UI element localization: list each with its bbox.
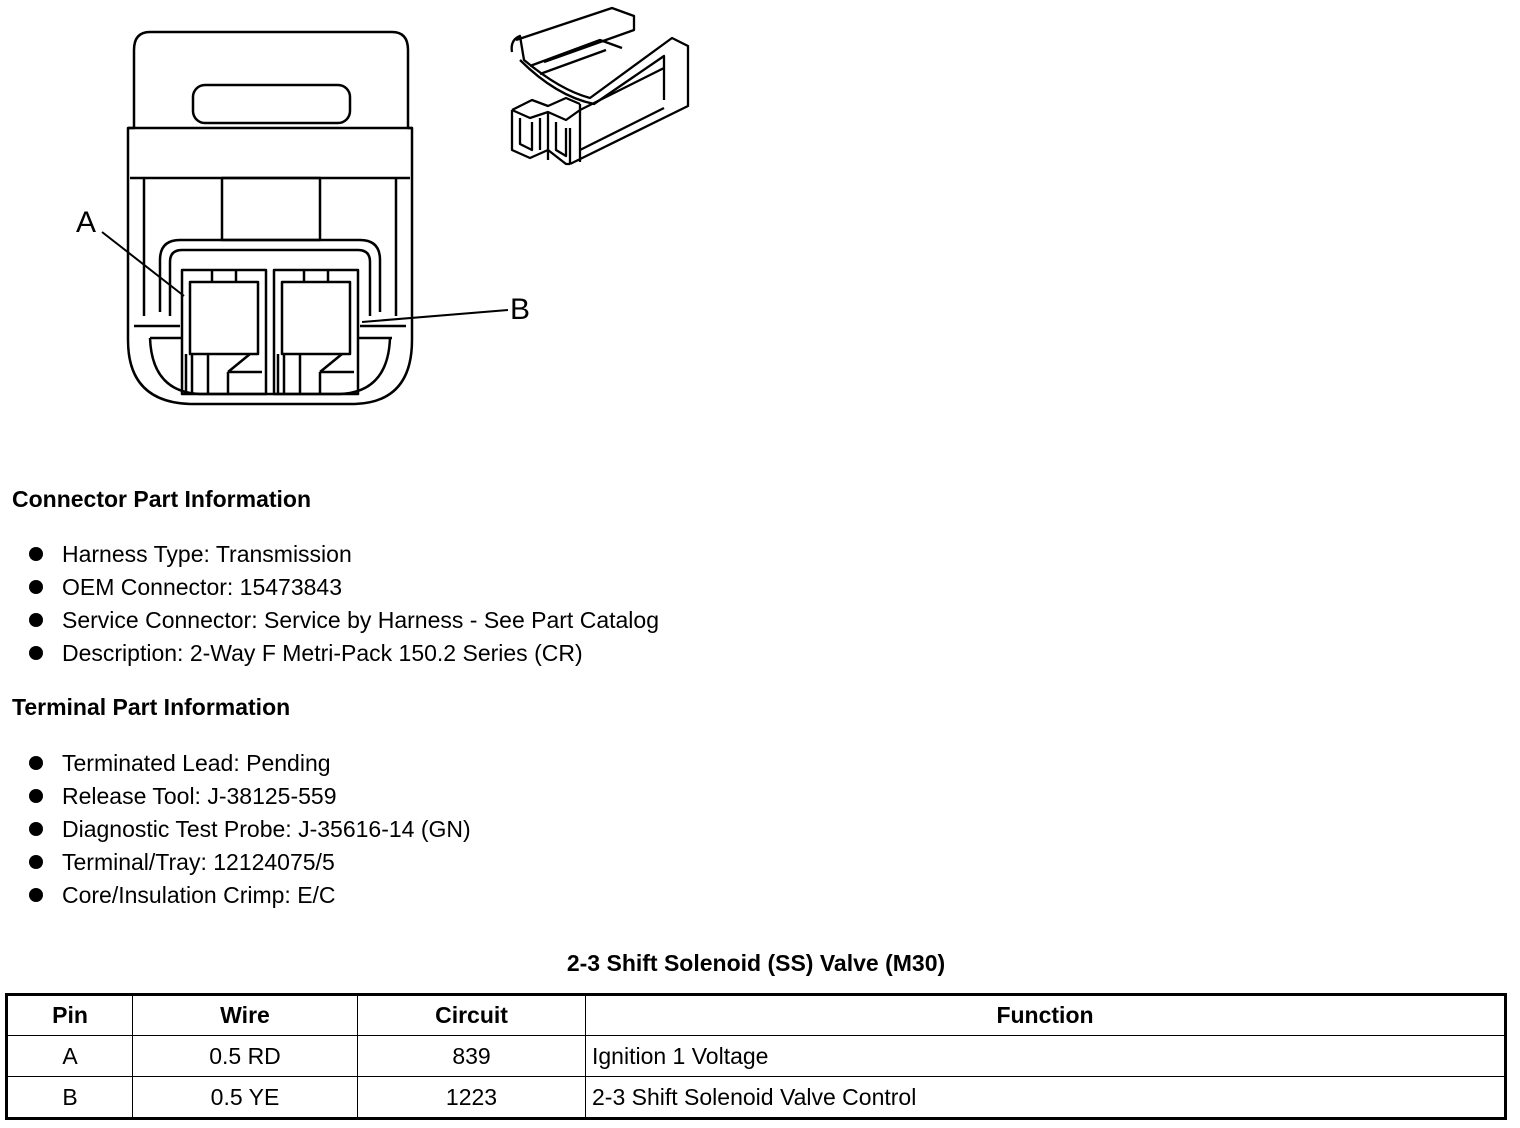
cell-wire: 0.5 YE: [132, 1076, 358, 1119]
list-item: Core/Insulation Crimp: E/C: [28, 881, 471, 914]
bullet-icon: [29, 580, 43, 594]
list-item: Terminal/Tray: 12124075/5: [28, 848, 471, 881]
header-circuit: Circuit: [357, 994, 586, 1036]
bullet-icon: [29, 756, 43, 770]
cell-function: Ignition 1 Voltage: [585, 1035, 1506, 1077]
list-item: Terminated Lead: Pending: [28, 749, 471, 782]
pin-label-b: B: [510, 293, 530, 326]
list-item: Service Connector: Service by Harness - …: [28, 606, 659, 639]
connector-drawing: A B: [76, 6, 690, 406]
pin-label-a: A: [76, 206, 96, 239]
list-item: Release Tool: J-38125-559: [28, 782, 471, 815]
bullet-icon: [29, 888, 43, 902]
table-row: B 0.5 YE 1223 2-3 Shift Solenoid Valve C…: [6, 1076, 1506, 1119]
terminal-info-title: Terminal Part Information: [12, 694, 291, 720]
bullet-icon: [29, 822, 43, 836]
bullet-icon: [29, 789, 43, 803]
header-function: Function: [585, 994, 1506, 1036]
header-pin: Pin: [6, 994, 133, 1036]
pinout-table: Pin Wire Circuit Function A 0.5 RD 839 I…: [5, 993, 1507, 1120]
list-item: Diagnostic Test Probe: J-35616-14 (GN): [28, 815, 471, 848]
cell-circuit: 839: [357, 1035, 586, 1077]
cell-function: 2-3 Shift Solenoid Valve Control: [585, 1076, 1506, 1119]
list-item: OEM Connector: 15473843: [28, 573, 659, 606]
bullet-icon: [29, 855, 43, 869]
table-row: A 0.5 RD 839 Ignition 1 Voltage: [6, 1035, 1506, 1077]
list-item: Harness Type: Transmission: [28, 540, 659, 573]
cell-pin: A: [6, 1035, 133, 1077]
terminal-info-list: Terminated Lead: Pending Release Tool: J…: [28, 749, 471, 914]
connector-side-view: [510, 6, 690, 166]
cell-wire: 0.5 RD: [132, 1035, 358, 1077]
cell-pin: B: [6, 1076, 133, 1119]
bullet-icon: [29, 613, 43, 627]
header-wire: Wire: [132, 994, 358, 1036]
list-item: Description: 2-Way F Metri-Pack 150.2 Se…: [28, 639, 659, 672]
cell-circuit: 1223: [357, 1076, 586, 1119]
bullet-icon: [29, 547, 43, 561]
connector-info-title: Connector Part Information: [12, 486, 312, 512]
bullet-icon: [29, 646, 43, 660]
table-caption: 2-3 Shift Solenoid (SS) Valve (M30): [566, 950, 946, 976]
table-header-row: Pin Wire Circuit Function: [6, 994, 1506, 1036]
connector-info-list: Harness Type: Transmission OEM Connector…: [28, 540, 659, 672]
connector-diagram: A B: [0, 0, 720, 420]
